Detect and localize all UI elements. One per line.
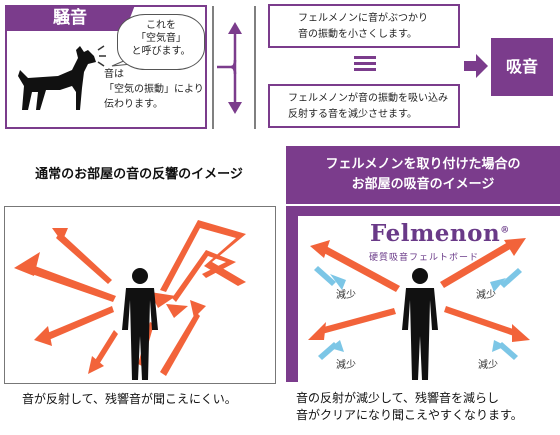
absorb-label: 吸音 [491,38,553,96]
split-arrows-icon [217,30,237,108]
dog-icon [18,46,96,110]
arrow-up-icon [228,22,242,34]
equals-icon [354,56,376,71]
dog-caption: 音は 「空気の振動」により 伝わります。 [104,69,204,110]
felmenon-subtitle: 硬質吸音フェルトボード [369,253,480,263]
reduce-label-4: 減少 [478,360,498,371]
reduce-label-1: 減少 [336,290,356,301]
reduce-label-3: 減少 [336,360,356,371]
felt-description-1: フェルメノンに音がぶつかり 音の振動を小さくします。 [268,4,460,48]
right-arrow-icon [464,54,488,78]
arrow-down-icon [228,102,242,114]
speech-bubble: これを 「空気音」 と呼びます。 [117,14,205,70]
sound-lines-icon [97,45,106,67]
felmenon-logo: Felmenon® [370,220,510,247]
noise-label: 騒音 [5,5,125,31]
left-panel-header: 通常のお部屋の音の反響のイメージ [35,167,243,182]
reduce-label-2: 減少 [476,290,496,301]
person-icon [122,268,158,380]
felt-description-2: フェルメノンが音の振動を吸い込み 反射する音を減少させます。 [268,84,460,128]
right-panel-header: フェルメノンを取り付けた場合の お部屋の吸音のイメージ [286,146,560,204]
left-caption: 音が反射して、残響音が聞こえにくい。 [22,392,237,406]
person-icon-right [402,268,438,380]
right-caption: 音の反射が減少して、残響音を減らし 音がクリアになり聞こえやすくなります。 [296,391,523,422]
